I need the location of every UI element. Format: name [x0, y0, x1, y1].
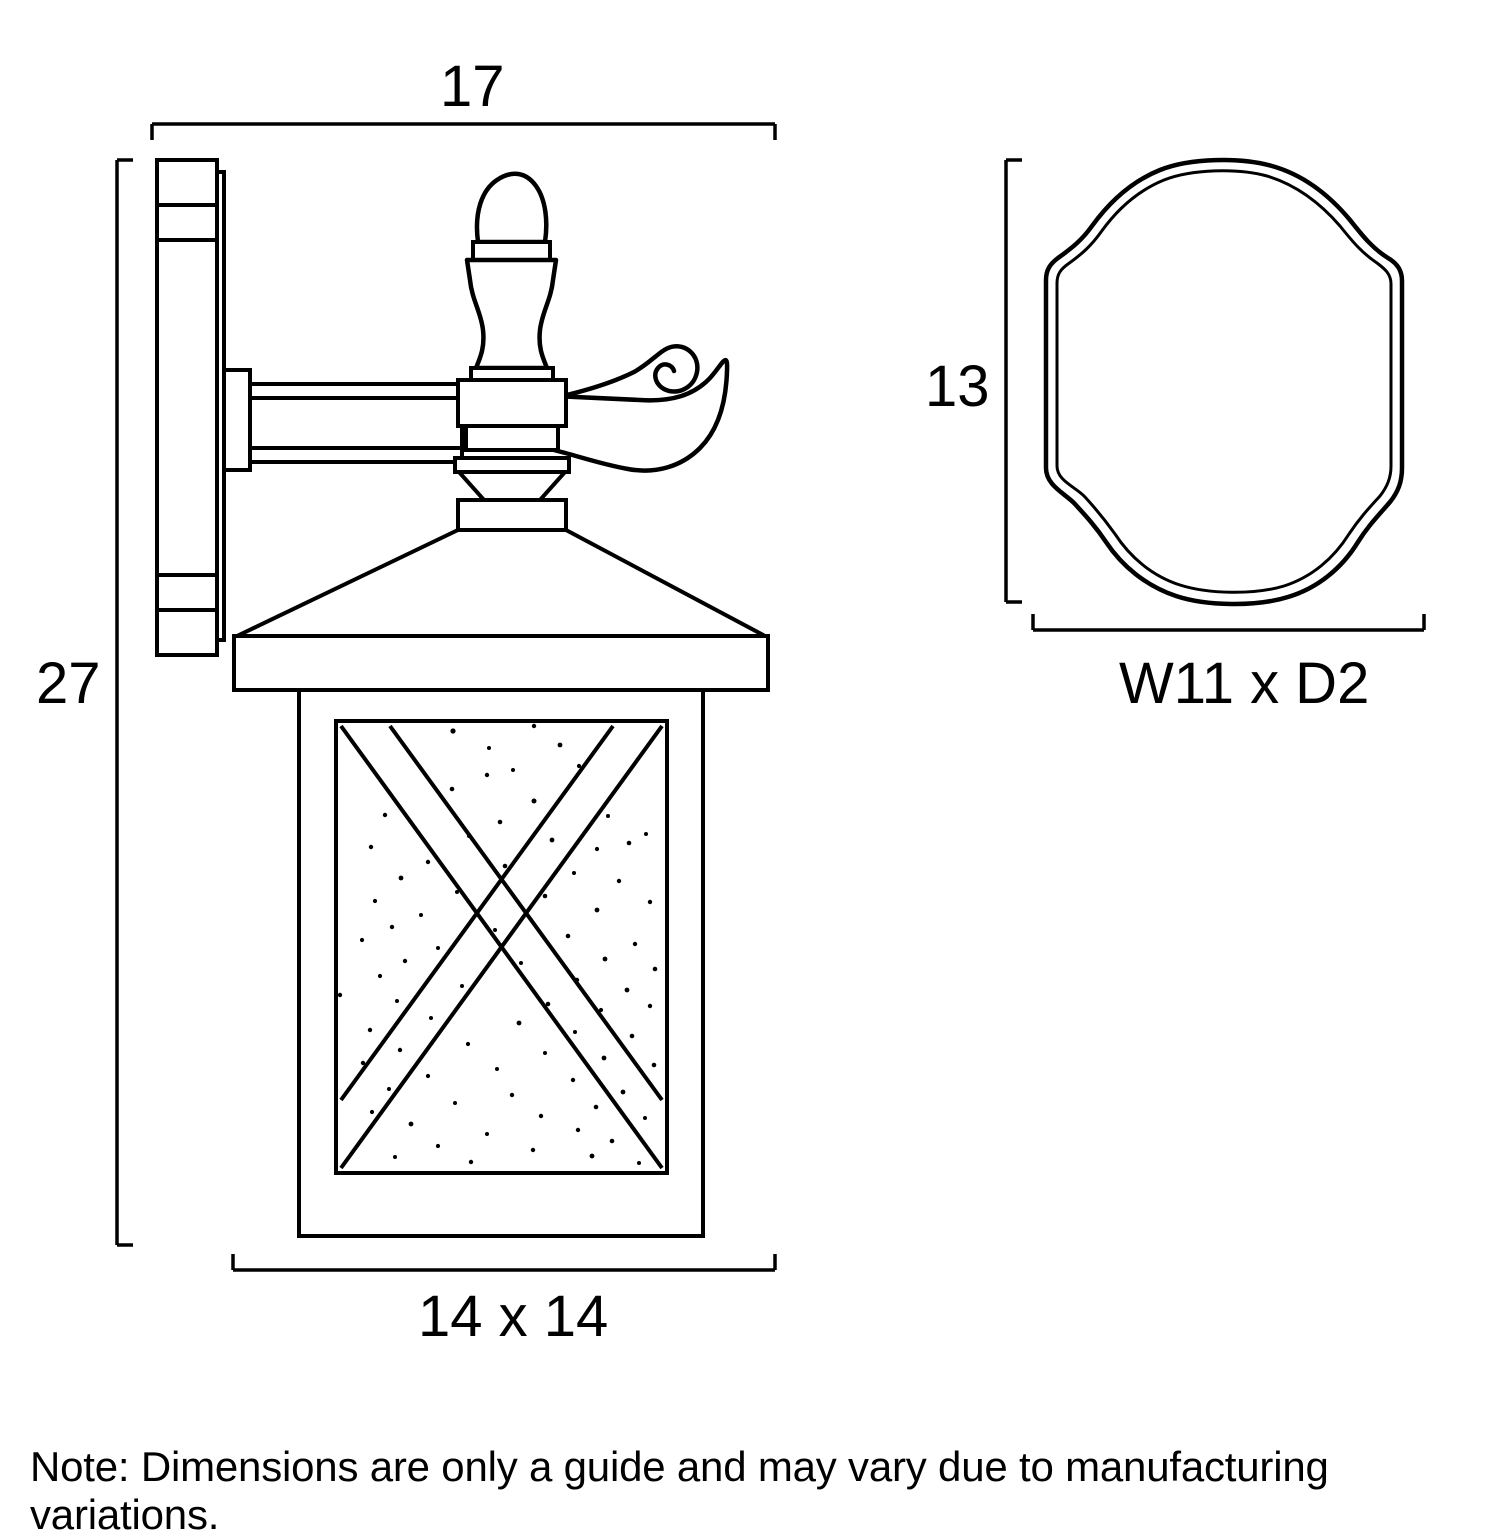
finial-riser	[464, 424, 560, 452]
manufacturing-note: Note: Dimensions are only a guide and ma…	[30, 1443, 1329, 1538]
roof-band	[232, 634, 770, 692]
dimension-label-backplate-size: W11 x D2	[1119, 651, 1370, 716]
seeded-glass-panel	[334, 719, 669, 1175]
upper-collar	[453, 456, 571, 532]
dimension-line-base-footprint	[231, 1254, 777, 1272]
dimension-label-height-overall: 27	[36, 651, 101, 716]
dimension-label-backplate-height: 13	[925, 354, 990, 419]
seeded-glass-speckles	[337, 723, 658, 1165]
dimension-line-height-overall	[115, 158, 133, 1247]
x-brace	[339, 724, 664, 1170]
drawing-canvas: .ln { fill: none; stroke: #000000; strok…	[30, 54, 1426, 1538]
support-arm	[248, 382, 464, 464]
arm-mount-boss	[222, 368, 252, 472]
backplate-outline-view	[1043, 157, 1405, 607]
dimension-line-backplate-size	[1031, 614, 1426, 632]
dimension-label-base-footprint: 14 x 14	[418, 1284, 609, 1349]
scroll-arm	[551, 344, 730, 473]
wall-mount-plate	[155, 158, 226, 657]
technical-drawing-svg: .ln { fill: none; stroke: #000000; strok…	[115, 122, 1426, 1272]
finial	[456, 171, 568, 428]
dimension-line-backplate-height	[1004, 158, 1022, 604]
dimension-label-width-overall: 17	[440, 54, 505, 119]
dimension-line-width-overall	[150, 122, 777, 140]
pyramid-roof	[236, 528, 766, 638]
